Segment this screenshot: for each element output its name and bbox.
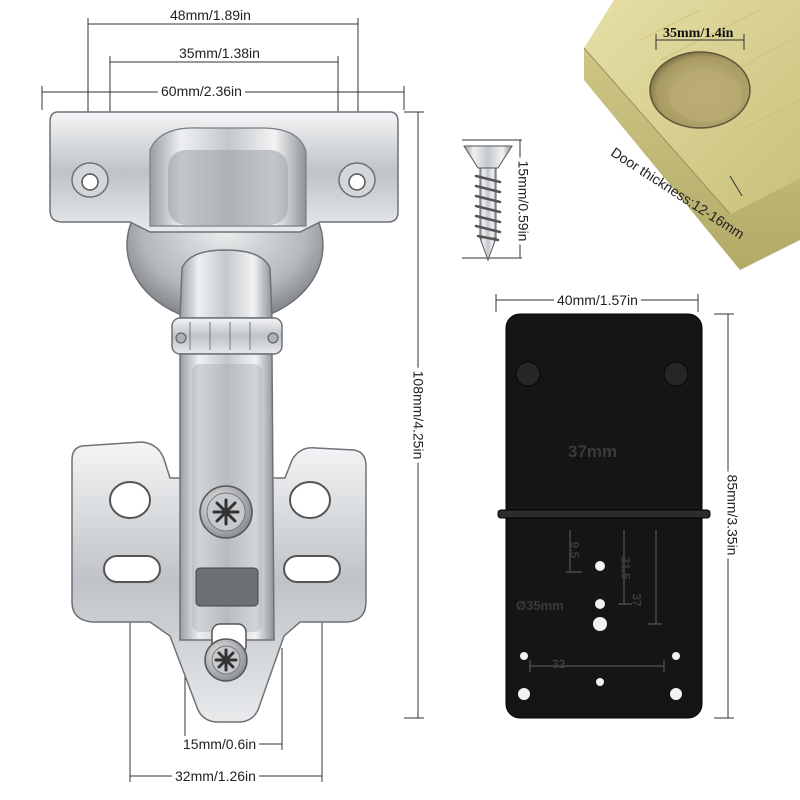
jig-width-dimension: 40mm/1.57in	[554, 292, 641, 308]
jig-height-dimension: 85mm/3.35in	[724, 471, 741, 559]
door-hole-dimension: 35mm/1.4in	[663, 26, 734, 41]
jig-illustration	[495, 294, 734, 719]
hinge-mount-slot-dimension: 15mm/0.6in	[180, 736, 260, 752]
hinge-top-outer-dimension: 48mm/1.89in	[167, 7, 254, 23]
hinge-illustration	[49, 111, 399, 723]
jig-9-5-engraving: 9.5	[567, 541, 582, 559]
jig-35mm-engraving: Ø35mm	[516, 598, 564, 613]
screw-illustration	[462, 139, 522, 262]
jig-21-5-engraving: 21.5	[618, 556, 633, 580]
screw-length-dimension: 15mm/0.59in	[515, 157, 532, 245]
hinge-height-dimension: 108mm/4.25in	[410, 367, 427, 463]
hinge-plate-width-dimension: 60mm/2.36in	[158, 83, 245, 99]
hinge-top-inner-dimension: 35mm/1.38in	[176, 45, 263, 61]
hinge-mount-width-dimension: 32mm/1.26in	[172, 768, 259, 784]
jig-37mm-engraving: 37mm	[568, 442, 618, 461]
door-illustration	[583, 0, 800, 270]
jig-37-engraving: 37	[629, 593, 644, 607]
jig-32-engraving: 32	[552, 657, 566, 671]
